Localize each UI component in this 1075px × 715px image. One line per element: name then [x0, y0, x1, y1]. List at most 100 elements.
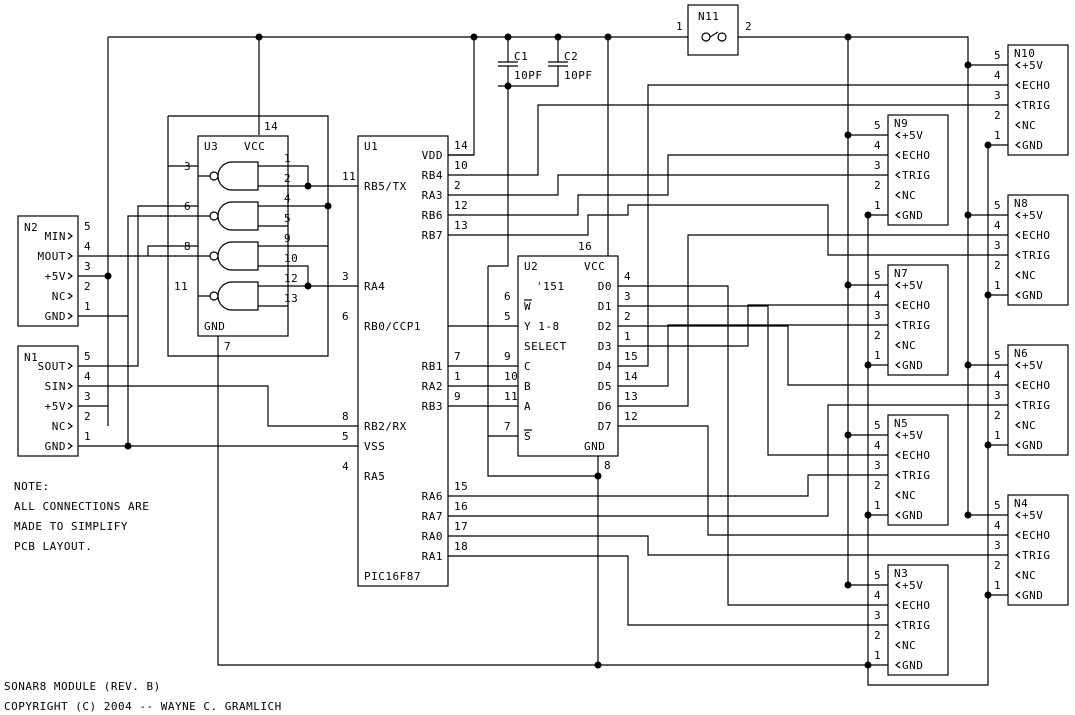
u2-pin-num: 6: [504, 290, 511, 303]
junction-dot: [984, 591, 992, 599]
n11-ref: N11: [698, 10, 719, 23]
note-line-1: NOTE:: [14, 480, 50, 493]
u3-in-pin: 5: [284, 212, 291, 225]
connector-n11: N11 1 2: [676, 4, 752, 56]
sonar-pin-name: ECHO: [1022, 79, 1051, 92]
nand-gate: [217, 281, 259, 311]
sonar-pin-num: 1: [874, 649, 881, 662]
sonar-pin-name: TRIG: [1022, 549, 1051, 562]
nand-gate: [217, 201, 259, 231]
chip-u2: U2 VCC 16 '151 GND 8 W6Y 1-85SELECTC9B10…: [504, 240, 638, 472]
u2-pin-num: 14: [624, 370, 638, 383]
sonar-pin-name: TRIG: [902, 469, 931, 482]
sonar-pin-num: 3: [994, 89, 1001, 102]
n2-pin-num: 4: [84, 240, 91, 253]
capacitors: C1 10PF C2 10PF: [514, 50, 592, 82]
junction-dot: [844, 431, 852, 439]
n1-pin-name: SOUT: [38, 360, 67, 373]
sonar-pin-num: 2: [994, 259, 1001, 272]
u2-pin-name: SELECT: [524, 340, 567, 353]
u1-pin-name: RA3: [422, 189, 443, 202]
sonar-pin-name: NC: [902, 189, 916, 202]
sonar-pin-num: 4: [994, 519, 1001, 532]
n1-pin-name: NC: [52, 420, 66, 433]
sonar-pin-name: +5V: [902, 579, 923, 592]
sonar-pin-num: 2: [994, 409, 1001, 422]
sonar-pin-num: 2: [874, 179, 881, 192]
sonar-pin-name: ECHO: [902, 299, 931, 312]
sonar-pin-name: GND: [902, 509, 923, 522]
u3-gnd-pin: 7: [224, 340, 231, 353]
sonar-pin-name: TRIG: [1022, 249, 1051, 262]
sonar-pin-name: +5V: [1022, 59, 1043, 72]
u2-pin-name: W: [524, 300, 531, 313]
u1-pin-name: RA6: [422, 490, 443, 503]
sonar-pin-name: GND: [902, 359, 923, 372]
sonar-pin-name: +5V: [902, 279, 923, 292]
sonar-ref: N9: [894, 117, 908, 130]
u1-pin-name: RB5/TX: [364, 180, 407, 193]
sonar-pin-num: 2: [994, 559, 1001, 572]
u2-pin-name: D7: [598, 420, 612, 433]
u2-pin-num: 5: [504, 310, 511, 323]
sonar-pin-num: 3: [874, 159, 881, 172]
u2-pin-name: S: [524, 430, 531, 443]
sonar-pin-num: 5: [994, 199, 1001, 212]
sonar-pin-num: 3: [874, 459, 881, 472]
u2-pin-num: 4: [624, 270, 631, 283]
sonar-pin-num: 5: [874, 569, 881, 582]
junction-dot: [984, 141, 992, 149]
u3-out-pin: 11: [174, 280, 188, 293]
n1-pin-num: 1: [84, 430, 91, 443]
u1-pin-num: 1: [454, 370, 461, 383]
sonar-pin-name: TRIG: [902, 169, 931, 182]
u1-pin-labels: RB5/TX11RA43RB0/CCP16RB2/RX8VSS5RA54VDD1…: [342, 139, 474, 563]
sonar-pin-name: ECHO: [1022, 379, 1051, 392]
junction-dot: [964, 211, 972, 219]
u3-out-pin: 8: [184, 240, 191, 253]
u2-pin-name: D0: [598, 280, 612, 293]
sonar-pin-name: +5V: [902, 129, 923, 142]
sonar-pin-num: 1: [994, 579, 1001, 592]
u3-in-pin: 2: [284, 172, 291, 185]
u1-pin-name: RB3: [422, 400, 443, 413]
junction-dot: [864, 361, 872, 369]
sonar-pin-num: 1: [994, 279, 1001, 292]
sonar-pin-num: 2: [994, 109, 1001, 122]
sonar-pin-num: 4: [874, 589, 881, 602]
u1-pin-num: 18: [454, 540, 468, 553]
junction-dot: [604, 33, 612, 41]
u1-pin-name: RB2/RX: [364, 420, 407, 433]
u3-out-pin: 3: [184, 160, 191, 173]
sonar-pin-name: GND: [902, 659, 923, 672]
sonar-pin-name: TRIG: [1022, 399, 1051, 412]
sonar-ref: N10: [1014, 47, 1035, 60]
u2-pin-num: 13: [624, 390, 638, 403]
sonar-pin-num: 1: [874, 349, 881, 362]
junction-dot: [844, 581, 852, 589]
u2-pin-name: D1: [598, 300, 612, 313]
u3-vcc-pin: 14: [264, 120, 278, 133]
junction-dot: [104, 272, 112, 280]
c1-ref: C1: [514, 50, 528, 63]
u3-in-pin: 1: [284, 152, 291, 165]
junction-dot: [984, 291, 992, 299]
u2-pin-num: 7: [504, 420, 511, 433]
u2-pin-name: D6: [598, 400, 612, 413]
junction-dot: [304, 282, 312, 290]
sonar-ref: N7: [894, 267, 908, 280]
u1-pin-num: 2: [454, 179, 461, 192]
junction-dot: [255, 33, 263, 41]
sonar-pin-name: NC: [902, 489, 916, 502]
u2-pin-num: 10: [504, 370, 518, 383]
u2-pin-labels: W6Y 1-85SELECTC9B10A11S7D04D13D22D31D415…: [504, 270, 638, 443]
sonar-ref: N8: [1014, 197, 1028, 210]
n1-pin-name: GND: [45, 440, 66, 453]
sonar-pin-num: 2: [874, 329, 881, 342]
junction-dot: [470, 33, 478, 41]
